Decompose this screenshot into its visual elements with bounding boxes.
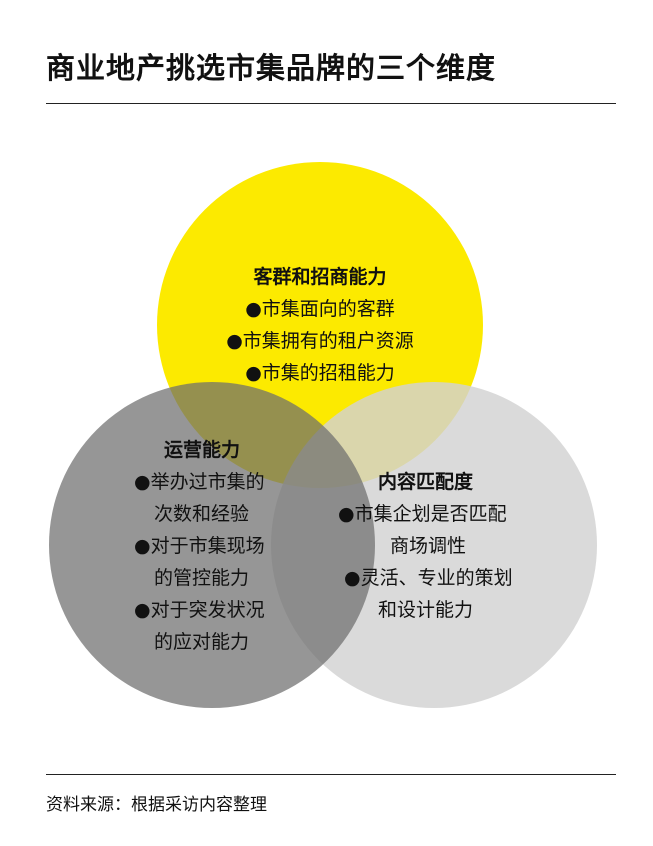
right-circle-heading: 内容匹配度 [378, 471, 474, 493]
footer-divider [46, 774, 616, 775]
top-circle-item: ●市集面向的客群 [245, 298, 395, 320]
left-circle-line: 的应对能力 [154, 631, 250, 653]
top-circle-heading: 客群和招商能力 [253, 266, 387, 288]
right-circle-line: ●灵活、专业的策划 [344, 567, 513, 589]
top-circle-item: ●市集拥有的租户资源 [226, 330, 414, 352]
right-circle-line: ●市集企划是否匹配 [338, 503, 507, 525]
right-circle-text: ●市集企划是否匹配 商场调性 ●灵活、专业的策划 和设计能力 [338, 498, 513, 626]
left-circle-text: ●举办过市集的 次数和经验 ●对于市集现场 的管控能力 ●对于突发状况 的应对能… [134, 466, 265, 658]
title-divider [46, 103, 616, 104]
right-circle-line: 和设计能力 [378, 599, 474, 621]
left-circle-heading: 运营能力 [164, 439, 241, 461]
right-circle-line: 商场调性 [390, 535, 467, 557]
left-circle-line: ●举办过市集的 [134, 471, 265, 493]
top-circle-item: ●市集的招租能力 [245, 362, 395, 384]
top-circle-text: 客群和招商能力 ●市集面向的客群 ●市集拥有的租户资源 ●市集的招租能力 [200, 261, 440, 389]
source-note: 资料来源：根据采访内容整理 [46, 795, 267, 815]
left-circle-line: ●对于突发状况 [134, 599, 265, 621]
left-circle-line: ●对于市集现场 [134, 535, 265, 557]
page-title: 商业地产挑选市集品牌的三个维度 [46, 51, 497, 85]
left-circle-line: 次数和经验 [154, 503, 250, 525]
circle-left-dark [49, 382, 375, 708]
left-circle-line: 的管控能力 [154, 567, 250, 589]
